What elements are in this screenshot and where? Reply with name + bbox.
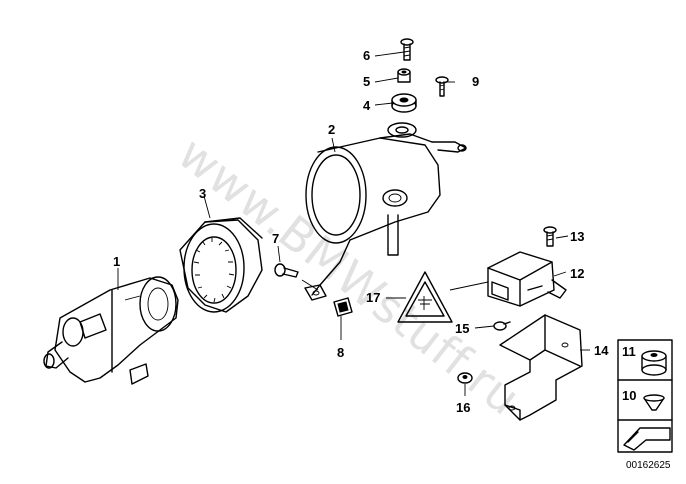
part-6-bolt[interactable] <box>400 38 414 61</box>
callout-15: 15 <box>455 321 469 336</box>
leader-lines <box>117 51 590 396</box>
callout-7: 7 <box>272 231 279 246</box>
callout-17: 17 <box>366 290 380 305</box>
watermark-text: www.BMWstuff.ru <box>168 126 531 426</box>
callout-2: 2 <box>328 122 335 137</box>
part-8-clip[interactable] <box>333 297 353 317</box>
legend-11-grommet[interactable] <box>641 350 667 376</box>
part-12-control-module[interactable] <box>487 251 567 307</box>
legend-10-plug[interactable] <box>643 394 665 411</box>
part-16-grommet[interactable] <box>457 372 473 384</box>
part-2-housing[interactable] <box>304 133 467 301</box>
callout-9: 9 <box>472 74 479 89</box>
callout-3: 3 <box>199 186 206 201</box>
part-4-grommet[interactable] <box>391 93 417 113</box>
callout-13: 13 <box>570 229 584 244</box>
part-washer <box>387 122 417 138</box>
callout-10: 10 <box>622 388 636 403</box>
callout-16: 16 <box>456 400 470 415</box>
callout-12: 12 <box>570 266 584 281</box>
part-15-nut[interactable] <box>493 321 511 331</box>
callout-8: 8 <box>337 345 344 360</box>
callout-6: 6 <box>363 48 370 63</box>
part-9-screw[interactable] <box>435 76 449 97</box>
part-17-label[interactable] <box>397 271 453 323</box>
legend-panel <box>617 339 673 453</box>
callout-11: 11 <box>622 344 636 359</box>
part-5-sleeve[interactable] <box>397 68 411 83</box>
part-13-bolt[interactable] <box>543 226 557 247</box>
callouts: 1 2 3 4 5 6 7 8 9 10 11 12 13 14 15 16 1… <box>113 48 636 415</box>
callout-14: 14 <box>594 343 609 358</box>
legend-frame <box>617 339 673 453</box>
callout-5: 5 <box>363 74 370 89</box>
part-3-ring-gear[interactable] <box>179 217 263 313</box>
diagram-reference-number: 00162625 <box>626 460 671 471</box>
callout-4: 4 <box>363 98 371 113</box>
part-1-motor[interactable] <box>43 276 179 385</box>
legend-arrow-icon <box>623 427 671 451</box>
part-7-screw[interactable] <box>274 263 319 291</box>
part-14-bracket[interactable] <box>499 314 583 421</box>
callout-1: 1 <box>113 254 120 269</box>
